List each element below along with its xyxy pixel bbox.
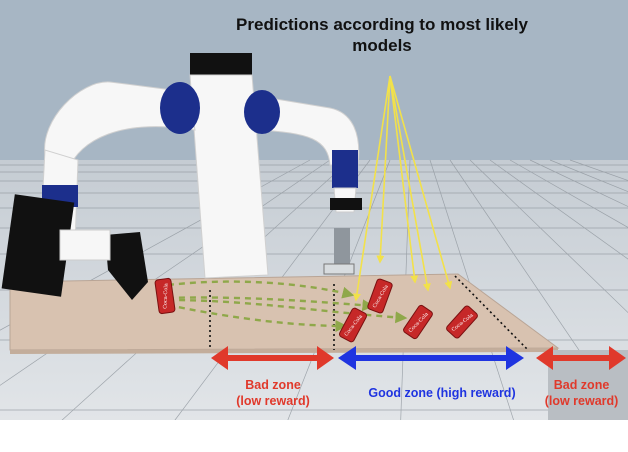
zone-name: Bad zone [553,378,610,392]
coke-can: Coca-Cola [154,277,176,315]
bad-zone-right-label: Bad zone (low reward) [535,378,628,409]
robot-right-gripper-bar [330,198,362,210]
zone-boundaries [209,275,529,351]
robot-head [190,53,252,75]
white-margin [0,420,628,452]
zone-detail: (high reward) [436,386,516,400]
robot-right-gripper-shaft [334,228,350,270]
prediction-lines [353,75,453,302]
good-zone-label: Good zone (high reward) [347,386,537,402]
robot-left-wrist [1,194,75,297]
bad-zone-left-label: Bad zone (low reward) [213,378,333,409]
robot-left-gripper [105,232,148,300]
coke-can: Coca-Cola [367,278,393,314]
robot-left-shoulder [160,82,200,134]
robot-left-cuff [59,229,111,261]
good-zone-arrow [338,346,524,370]
can-label: Coca-Cola [163,283,170,309]
zone-detail: (low reward) [544,393,619,408]
bad-zone-right-arrow [536,346,626,370]
zone-name: Bad zone [245,378,301,392]
robot-right-elbow [332,150,358,188]
predictions-title: Predictions according to most likely mod… [236,15,528,56]
bad-zone-left-arrow [211,346,334,370]
coke-can: Coca-Cola [338,307,368,343]
zone-name: Good zone [368,386,437,400]
trajectories [167,280,408,332]
robot [1,53,362,300]
robot-right-gripper-base [323,263,355,275]
zone-detail: (low reward) [236,393,310,408]
robot-right-shoulder [244,90,280,134]
table-edge [10,348,558,354]
